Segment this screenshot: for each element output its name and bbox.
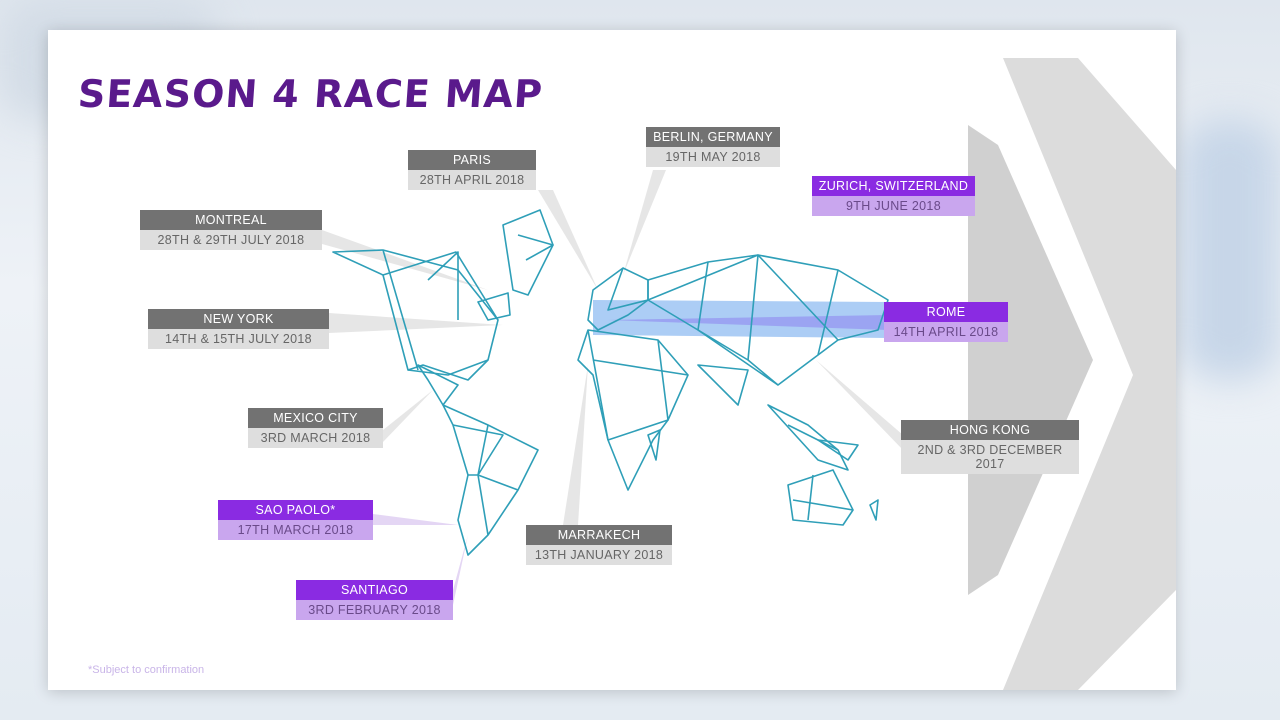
location-name: MEXICO CITY [248, 408, 383, 428]
label-santiago: SANTIAGO 3RD FEBRUARY 2018 [296, 580, 453, 620]
map-graphic [322, 58, 1176, 690]
label-mexico-city: MEXICO CITY 3RD MARCH 2018 [248, 408, 383, 448]
race-map-card: SEASON 4 RACE MAP MONTREAL 28TH & 29TH J… [48, 30, 1176, 690]
chevron-inner-icon [968, 125, 1093, 595]
race-date: 14TH APRIL 2018 [884, 322, 1008, 342]
chevron-large-icon [1003, 58, 1176, 690]
label-sao-paolo: SAO PAOLO* 17TH MARCH 2018 [218, 500, 373, 540]
location-name: ZURICH, SWITZERLAND [812, 176, 975, 196]
location-name: SAO PAOLO* [218, 500, 373, 520]
location-name: ROME [884, 302, 1008, 322]
background-blur [1180, 120, 1280, 380]
race-date: 3RD FEBRUARY 2018 [296, 600, 453, 620]
race-date: 19TH MAY 2018 [646, 147, 780, 167]
footnote: *Subject to confirmation [88, 664, 205, 676]
race-date: 9TH JUNE 2018 [812, 196, 975, 216]
label-rome: ROME 14TH APRIL 2018 [884, 302, 1008, 342]
label-zurich: ZURICH, SWITZERLAND 9TH JUNE 2018 [812, 176, 975, 216]
location-name: NEW YORK [148, 309, 329, 329]
page-title: SEASON 4 RACE MAP [76, 72, 545, 116]
race-date: 3RD MARCH 2018 [248, 428, 383, 448]
location-name: BERLIN, GERMANY [646, 127, 780, 147]
label-montreal: MONTREAL 28TH & 29TH JULY 2018 [140, 210, 322, 250]
race-date: 28TH APRIL 2018 [408, 170, 536, 190]
label-hong-kong: HONG KONG 2ND & 3RD DECEMBER 2017 [901, 420, 1079, 474]
location-name: MONTREAL [140, 210, 322, 230]
label-berlin: BERLIN, GERMANY 19TH MAY 2018 [646, 127, 780, 167]
race-date: 14TH & 15TH JULY 2018 [148, 329, 329, 349]
location-name: PARIS [408, 150, 536, 170]
world-map [332, 209, 889, 556]
location-name: MARRAKECH [526, 525, 672, 545]
race-date: 28TH & 29TH JULY 2018 [140, 230, 322, 250]
label-new-york: NEW YORK 14TH & 15TH JULY 2018 [148, 309, 329, 349]
label-marrakech: MARRAKECH 13TH JANUARY 2018 [526, 525, 672, 565]
location-name: SANTIAGO [296, 580, 453, 600]
race-date: 2ND & 3RD DECEMBER 2017 [901, 440, 1079, 474]
label-paris: PARIS 28TH APRIL 2018 [408, 150, 536, 190]
race-date: 17TH MARCH 2018 [218, 520, 373, 540]
race-date: 13TH JANUARY 2018 [526, 545, 672, 565]
location-name: HONG KONG [901, 420, 1079, 440]
